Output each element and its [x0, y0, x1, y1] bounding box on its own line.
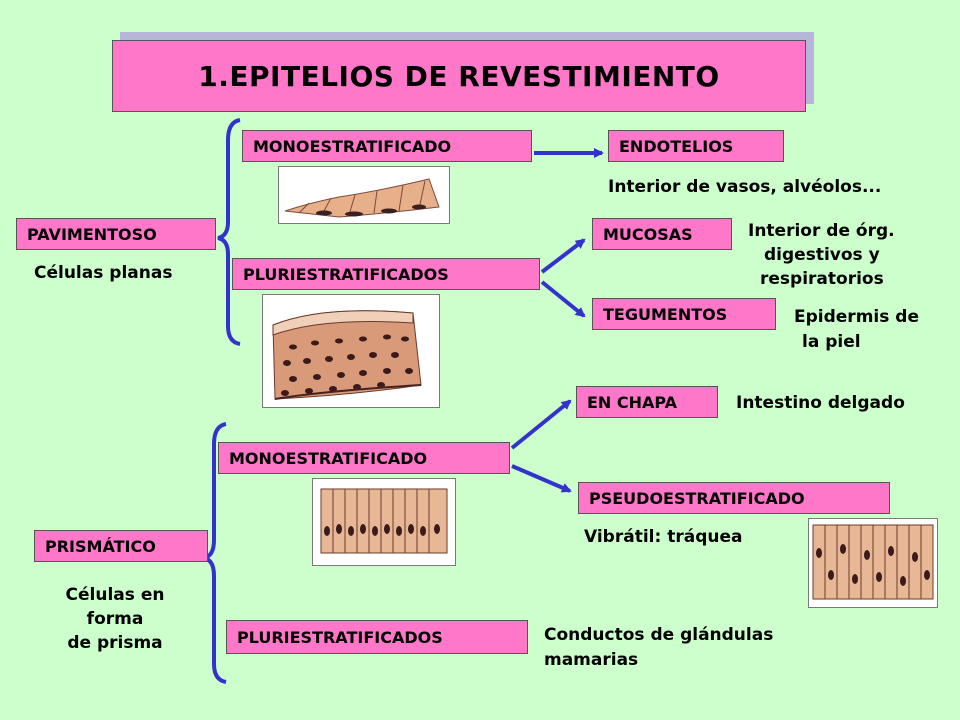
tegumentos-desc-2: la piel	[802, 332, 861, 352]
mucosas-desc-1: Interior de órg.	[748, 221, 895, 241]
en-chapa-box: EN CHAPA	[576, 386, 718, 418]
brace-icon	[217, 118, 241, 346]
tegumentos-box: TEGUMENTOS	[592, 298, 776, 330]
pavimentoso-desc: Células planas	[34, 263, 173, 283]
squamous-stratified-image	[262, 294, 440, 408]
pris-mono-box: MONOESTRATIFICADO	[218, 442, 510, 474]
prismatico-desc-3: de prisma	[67, 633, 163, 653]
columnar-simple-image	[312, 478, 456, 566]
tegumentos-desc-1: Epidermis de	[794, 307, 919, 327]
squamous-simple-image	[278, 166, 450, 224]
pavimentoso-box: PAVIMENTOSO	[16, 218, 216, 250]
prismatico-desc-1: Células en	[65, 585, 165, 605]
pav-pluri-box: PLURIESTRATIFICADOS	[232, 258, 540, 290]
pris-pluri-box: PLURIESTRATIFICADOS	[226, 620, 528, 654]
page-title: 1.EPITELIOS DE REVESTIMIENTO	[112, 40, 806, 112]
arrow-icon	[510, 399, 572, 450]
mucosas-desc-2: digestivos y	[764, 245, 880, 265]
arrow-icon	[540, 280, 586, 318]
pseudostratified-image	[808, 518, 938, 608]
mucosas-box: MUCOSAS	[592, 218, 732, 250]
pseudo-desc: Vibrátil: tráquea	[584, 527, 743, 547]
prismatico-desc-2: forma	[86, 609, 144, 629]
pris-pluri-desc-2: mamarias	[544, 650, 639, 670]
prismatico-box: PRISMÁTICO	[34, 530, 208, 562]
arrow-icon	[511, 464, 572, 493]
pseudo-box: PSEUDOESTRATIFICADO	[578, 482, 890, 514]
pris-pluri-desc-1: Conductos de glándulas	[544, 625, 774, 645]
en-chapa-desc: Intestino delgado	[736, 393, 905, 413]
mucosas-desc-3: respiratorios	[760, 269, 884, 289]
pav-mono-box: MONOESTRATIFICADO	[242, 130, 532, 162]
arrow-icon	[540, 238, 586, 274]
endotelios-desc: Interior de vasos, alvéolos...	[608, 177, 882, 197]
endotelios-box: ENDOTELIOS	[608, 130, 784, 162]
